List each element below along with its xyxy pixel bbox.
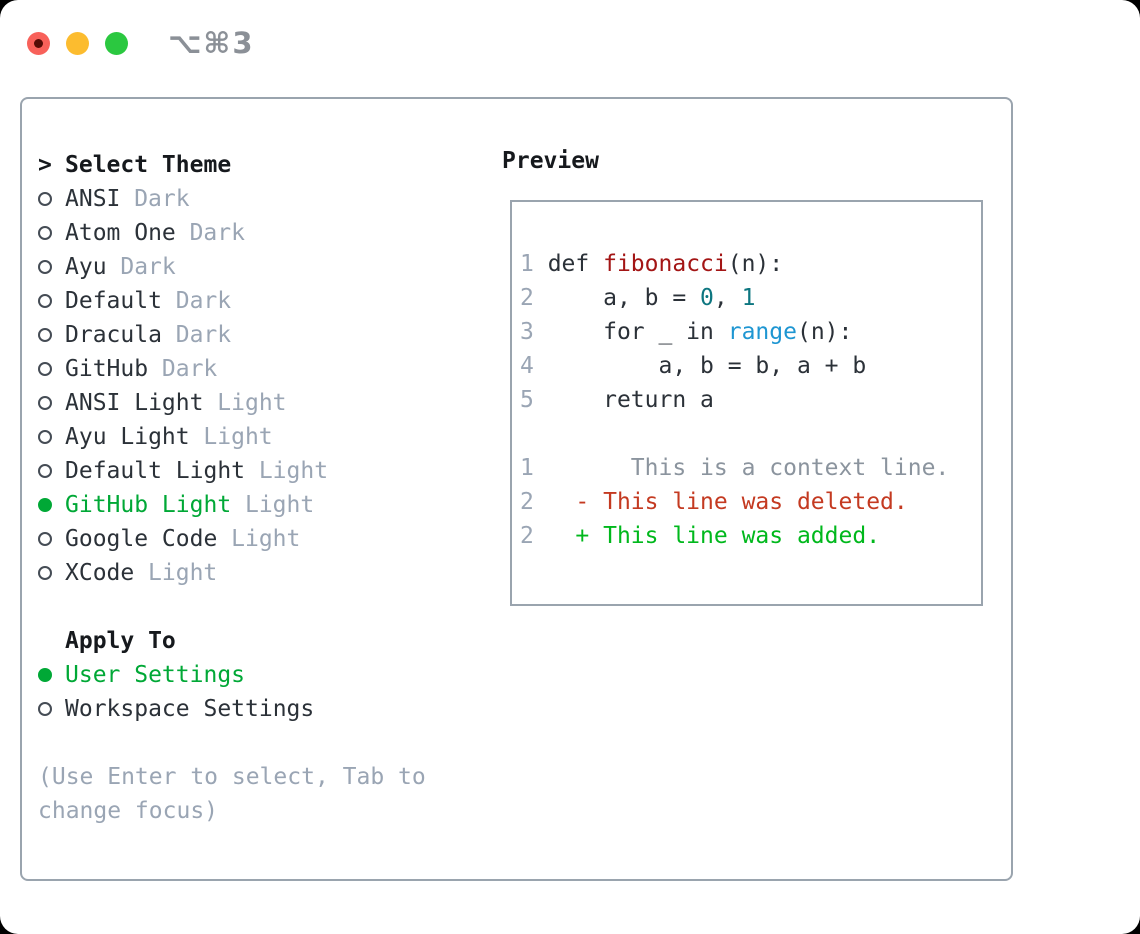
code-line: 2 + This line was added.: [520, 523, 881, 549]
spacer: [38, 726, 500, 760]
theme-variant-tag: Light: [231, 526, 301, 552]
theme-option[interactable]: Default Light Light: [38, 454, 500, 488]
theme-variant-tag: Light: [258, 458, 329, 484]
theme-variant-tag: Dark: [134, 186, 190, 212]
theme-variant-tag: Light: [203, 424, 273, 450]
option-label: Dracula: [65, 322, 162, 348]
preview-label: Preview: [502, 148, 599, 174]
window-title-shortcut: ⌥⌘3: [168, 26, 255, 60]
apply-option[interactable]: User Settings: [38, 658, 500, 692]
option-label: Default: [65, 288, 162, 314]
preview-box: 1 def fibonacci(n): 2 a, b = 0, 1 3 for _ …: [510, 200, 983, 606]
theme-option[interactable]: GitHub Light Light: [38, 488, 500, 522]
apply-to-heading: Apply To: [38, 624, 500, 658]
select-theme-heading: > Select Theme: [38, 148, 500, 182]
option-label: Ayu: [65, 254, 107, 280]
zoom-button[interactable]: [105, 31, 128, 55]
theme-option[interactable]: Ayu Light Light: [38, 420, 500, 454]
code-line: 1 This is a context line.: [520, 455, 950, 481]
code-line: 2 a, b = 0, 1: [520, 285, 756, 311]
theme-variant-tag: Dark: [161, 356, 218, 382]
option-label: User Settings: [65, 662, 246, 688]
help-text-line-1: (Use Enter to select, Tab to: [38, 764, 426, 790]
option-label: Google Code: [65, 526, 218, 552]
radio-icon: [38, 566, 52, 580]
option-label: XCode: [65, 560, 135, 586]
theme-option[interactable]: XCode Light: [38, 556, 500, 590]
minimize-button[interactable]: [66, 31, 89, 55]
theme-variant-tag: Dark: [175, 288, 232, 314]
radio-icon: [38, 430, 52, 444]
theme-variant-tag: Dark: [189, 220, 245, 246]
radio-icon: [38, 226, 52, 240]
option-label: Ayu Light: [65, 424, 190, 450]
titlebar: ⌥⌘3: [27, 26, 255, 60]
option-label: Atom One: [65, 220, 176, 246]
theme-variant-tag: Dark: [175, 322, 232, 348]
spacer: [38, 590, 500, 624]
radio-icon: [38, 532, 52, 546]
radio-icon: [38, 702, 52, 716]
apply-option[interactable]: Workspace Settings: [38, 692, 500, 726]
preview-pane: Preview 1 def fibonacci(n): 2 a, b = 0, 1…: [500, 148, 1011, 828]
option-label: Workspace Settings: [65, 696, 315, 722]
theme-option[interactable]: Dracula Dark: [38, 318, 500, 352]
theme-option[interactable]: Google Code Light: [38, 522, 500, 556]
option-label: GitHub Light: [65, 492, 232, 518]
radio-icon: [38, 328, 52, 342]
option-label: GitHub: [65, 356, 149, 382]
code-line: 3 for _ in range(n):: [520, 319, 853, 345]
apply-to-label: Apply To: [65, 628, 176, 654]
theme-option[interactable]: Default Dark: [38, 284, 500, 318]
blank-line: [520, 421, 981, 455]
option-label: ANSI: [65, 186, 121, 212]
radio-icon: [38, 260, 52, 274]
option-label: Default Light: [65, 458, 246, 484]
radio-icon: [38, 464, 52, 478]
help-text-line-2: change focus): [38, 798, 219, 824]
cursor-chevron-icon: >: [38, 152, 52, 178]
radio-selected-icon: [38, 668, 52, 682]
radio-selected-icon: [38, 498, 52, 512]
theme-variant-tag: Dark: [120, 254, 176, 280]
blank-line: [520, 217, 981, 251]
theme-variant-tag: Light: [217, 390, 287, 416]
blank-line: [520, 557, 981, 591]
theme-variant-tag: Light: [148, 560, 218, 586]
radio-icon: [38, 396, 52, 410]
preview-code: 1 def fibonacci(n): 2 a, b = 0, 1 3 for _ …: [512, 202, 981, 591]
code-line: 1 def fibonacci(n):: [520, 251, 784, 277]
theme-option[interactable]: GitHub Dark: [38, 352, 500, 386]
code-line: 2 - This line was deleted.: [520, 489, 908, 515]
theme-option[interactable]: Ayu Dark: [38, 250, 500, 284]
close-button[interactable]: [27, 31, 50, 55]
code-line: 5 return a: [520, 387, 714, 413]
radio-icon: [38, 362, 52, 376]
theme-option[interactable]: ANSI Light Light: [38, 386, 500, 420]
select-theme-label: Select Theme: [65, 152, 232, 178]
code-line: 4 a, b = b, a + b: [520, 353, 867, 379]
theme-option[interactable]: ANSI Dark: [38, 182, 500, 216]
theme-option[interactable]: Atom One Dark: [38, 216, 500, 250]
radio-icon: [38, 192, 52, 206]
theme-variant-tag: Light: [244, 492, 315, 518]
radio-icon: [38, 294, 52, 308]
option-label: ANSI Light: [65, 390, 204, 416]
